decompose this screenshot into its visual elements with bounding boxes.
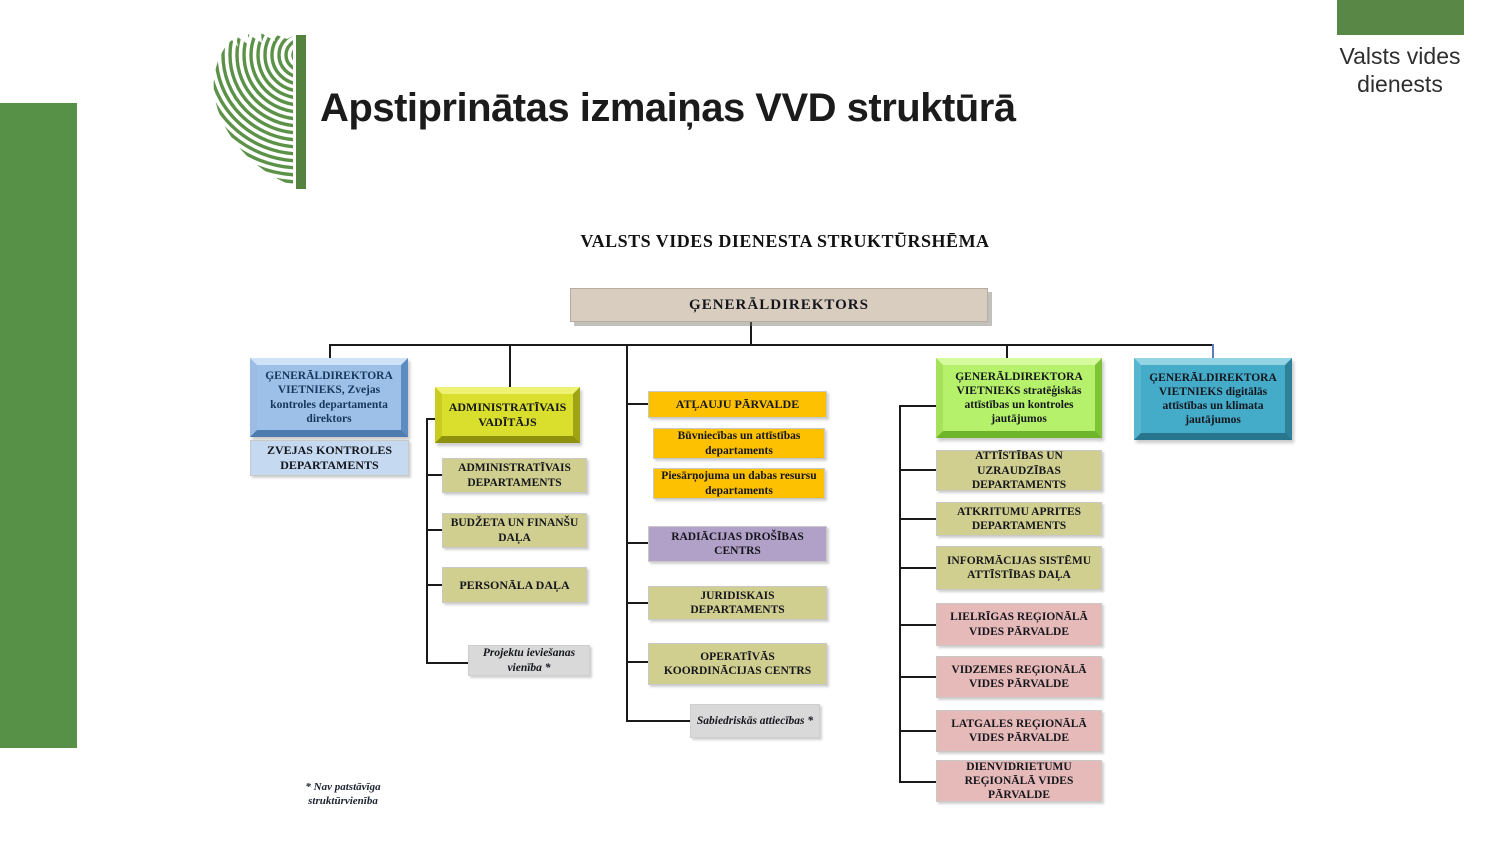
node-attistibas-dept: ATTĪSTĪBAS UN UZRAUDZĪBAS DEPARTAMENTS (936, 450, 1102, 491)
connector (626, 720, 690, 722)
node-piesarnojuma-dept: Piesārņojuma un dabas resursu departamen… (653, 468, 825, 499)
page-title: Apstiprinātas izmaiņas VVD struktūrā (320, 86, 1016, 130)
connector (626, 344, 628, 722)
node-atkritumu-dept: ATKRITUMU APRITES DEPARTAMENTS (936, 502, 1102, 536)
left-accent-bar (0, 103, 77, 748)
connector (626, 542, 648, 544)
node-admin-dept: ADMINISTRATĪVAIS DEPARTAMENTS (442, 458, 587, 493)
node-atlauju-parvalde: ATĻAUJU PĀRVALDE (648, 391, 827, 418)
connector (899, 567, 936, 569)
node-admin-head: ADMINISTRATĪVAIS VADĪTĀJS (435, 387, 580, 443)
connector (426, 662, 468, 664)
connector (426, 584, 442, 586)
fingerprint-leaf-icon (213, 33, 306, 189)
node-deputy-strategic: ĢENERĀLDIREKTORA VIETNIEKS stratēģiskās … (936, 358, 1102, 438)
brand-color-block (1337, 0, 1464, 35)
connector (626, 661, 648, 663)
node-operativas-centrs: OPERATĪVĀS KOORDINĀCIJAS CENTRS (648, 643, 827, 685)
connector (509, 344, 511, 387)
connector (329, 344, 1214, 346)
node-juridiskais-dept: JURIDISKAIS DEPARTAMENTS (648, 586, 827, 620)
node-budget: BUDŽETA UN FINANŠU DAĻA (442, 513, 587, 548)
node-latgales-parvalde: LATGALES REĢIONĀLĀ VIDES PĀRVALDE (936, 710, 1102, 752)
node-sabiedriskas-attiecibas: Sabiedriskās attiecības * (690, 704, 820, 738)
node-personnel: PERSONĀLA DAĻA (442, 567, 587, 603)
brand-name: Valsts vides dienests (1339, 43, 1461, 98)
node-projects-unit: Projektu ieviešanas vienība * (468, 645, 590, 676)
connector (626, 602, 648, 604)
node-radiacijas-centrs: RADIĀCIJAS DROŠĪBAS CENTRS (648, 526, 827, 562)
node-dienvidrietumu-parvalde: DIENVIDRIETUMU REĢIONĀLĀ VIDES PĀRVALDE (936, 760, 1102, 802)
connector (899, 730, 936, 732)
connector (899, 405, 901, 783)
connector (899, 676, 936, 678)
connector (899, 518, 936, 520)
node-deputy-fisheries: ĢENERĀLDIREKTORA VIETNIEKS, Zvejas kontr… (250, 358, 408, 437)
connector (899, 624, 936, 626)
connector (750, 322, 752, 345)
node-zvejas-dept: ZVEJAS KONTROLES DEPARTAMENTS (250, 440, 409, 476)
node-deputy-digital: ĢENERĀLDIREKTORA VIETNIEKS digitālās att… (1134, 358, 1292, 440)
connector (899, 781, 936, 783)
node-buvniecibas-dept: Būvniecības un attīstības departaments (653, 428, 825, 459)
connector (426, 418, 428, 664)
connector (426, 418, 435, 420)
node-informacijas-dala: INFORMĀCIJAS SISTĒMU ATTĪSTĪBAS DAĻA (936, 546, 1102, 590)
vvd-logo (205, 33, 310, 191)
node-vidzemes-parvalde: VIDZEMES REĢIONĀLĀ VIDES PĀRVALDE (936, 656, 1102, 698)
connector (1212, 344, 1214, 358)
connector (626, 403, 648, 405)
node-generaldirektors: ĢENERĀLDIREKTORS (570, 288, 988, 322)
connector (1006, 344, 1008, 358)
connector (899, 469, 936, 471)
connector (899, 405, 936, 407)
connector (329, 344, 331, 358)
footnote: * Nav patstāvīga struktūrvienība (305, 781, 381, 808)
connector (426, 529, 442, 531)
connector (426, 474, 442, 476)
node-lielrigas-parvalde: LIELRĪGAS REĢIONĀLĀ VIDES PĀRVALDE (936, 603, 1102, 646)
chart-title: VALSTS VIDES DIENESTA STRUKTŪRSHĒMA (580, 231, 990, 251)
